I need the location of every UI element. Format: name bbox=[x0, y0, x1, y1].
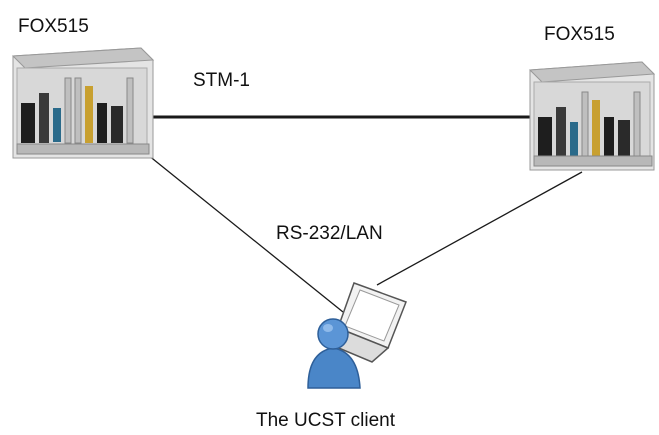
rack-chassis-icon bbox=[528, 61, 656, 171]
rs232-link-right bbox=[376, 171, 583, 286]
client-label: The UCST client bbox=[256, 410, 396, 431]
link-stm1-label: STM-1 bbox=[193, 70, 250, 91]
user-laptop-icon bbox=[307, 282, 407, 389]
device-right-label: FOX515 bbox=[544, 24, 615, 45]
device-left-label: FOX515 bbox=[18, 16, 89, 37]
rs232-link-left bbox=[147, 154, 344, 313]
link-rs232-label: RS-232/LAN bbox=[276, 223, 383, 244]
rack-chassis-icon bbox=[11, 47, 155, 159]
